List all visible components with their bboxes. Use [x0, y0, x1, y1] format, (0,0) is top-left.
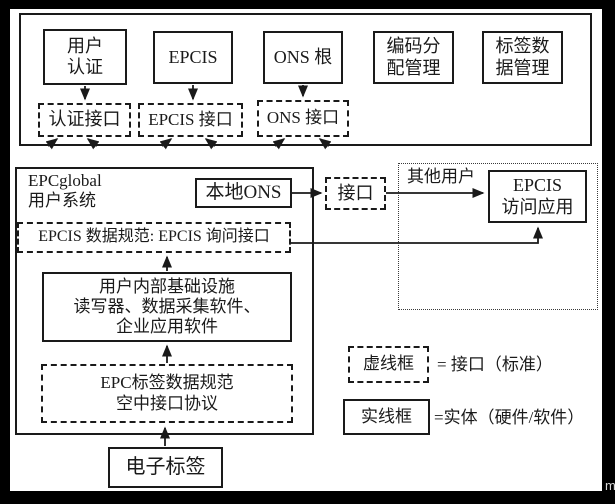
other-users-label: 其他用户 — [407, 167, 475, 186]
code-assignment-mgmt-box: 编码分 配管理 — [373, 31, 454, 84]
infrastructure-label-line1: 用户内部基础设施 — [99, 276, 235, 296]
epcis-access-app-box: EPCIS 访问应用 — [488, 170, 587, 223]
user-auth-label-line1: 用户 — [67, 35, 103, 56]
user-system-title-line1: EPCglobal — [28, 171, 102, 190]
epcis-access-label-line1: EPCIS — [512, 175, 563, 196]
epc-tag-spec-label-line1: EPC标签数据规范 — [100, 373, 234, 393]
epcis-interface-box: EPCIS 接口 — [138, 103, 243, 137]
legend-solid-box: 实线框 — [343, 399, 430, 435]
auth-interface-box: 认证接口 — [38, 103, 131, 137]
legend-dashed-meaning: = 接口（标准） — [437, 355, 553, 374]
epcis-box: EPCIS — [153, 31, 233, 84]
infrastructure-label-line2: 读写器、数据采集软件、 — [73, 296, 261, 316]
interface-box: 接口 — [325, 177, 386, 210]
epcis-label: EPCIS — [168, 46, 218, 67]
user-internal-infrastructure-box: 用户内部基础设施 读写器、数据采集软件、 企业应用软件 — [42, 272, 292, 342]
ons-root-label: ONS 根 — [273, 46, 333, 67]
auth-interface-label: 认证接口 — [48, 109, 121, 130]
local-ons-box: 本地ONS — [195, 178, 292, 208]
epcis-data-spec-box: EPCIS 数据规范: EPCIS 询问接口 — [17, 222, 291, 253]
user-system-title-line2: 用户系统 — [28, 191, 96, 211]
tag-data-mgmt-box: 标签数 据管理 — [482, 31, 563, 84]
epcis-data-spec-label: EPCIS 数据规范: EPCIS 询问接口 — [38, 228, 270, 246]
tag-data-mgmt-label-line1: 标签数 — [495, 36, 550, 57]
tag-data-mgmt-label-line2: 据管理 — [495, 57, 550, 78]
user-auth-box: 用户 认证 — [43, 29, 127, 85]
ons-root-box: ONS 根 — [263, 31, 343, 84]
legend-solid-label: 实线框 — [361, 406, 412, 426]
epc-tag-data-spec-box: EPC标签数据规范 空中接口协议 — [41, 364, 293, 423]
code-assignment-label-line2: 配管理 — [386, 57, 441, 78]
legend-dashed-box: 虚线框 — [348, 346, 429, 383]
watermark-text: m — [605, 478, 615, 493]
epc-tag-spec-label-line2: 空中接口协议 — [116, 393, 218, 413]
interface-label: 接口 — [337, 182, 374, 203]
code-assignment-label-line1: 编码分 — [386, 36, 441, 57]
ons-interface-label: ONS 接口 — [266, 108, 340, 128]
epcis-interface-label: EPCIS 接口 — [148, 109, 233, 129]
user-system-title: EPCglobal 用户系统 — [28, 171, 102, 212]
ons-interface-box: ONS 接口 — [257, 100, 349, 137]
epcis-access-label-line2: 访问应用 — [501, 196, 574, 217]
user-auth-label-line2: 认证 — [67, 57, 103, 77]
electronic-tag-label: 电子标签 — [125, 455, 206, 478]
legend-solid-meaning: =实体（硬件/软件） — [434, 408, 585, 427]
legend-dashed-label: 虚线框 — [363, 354, 414, 374]
electronic-tag-box: 电子标签 — [108, 447, 223, 488]
infrastructure-label-line3: 企业应用软件 — [116, 317, 218, 337]
local-ons-label: 本地ONS — [205, 181, 282, 203]
